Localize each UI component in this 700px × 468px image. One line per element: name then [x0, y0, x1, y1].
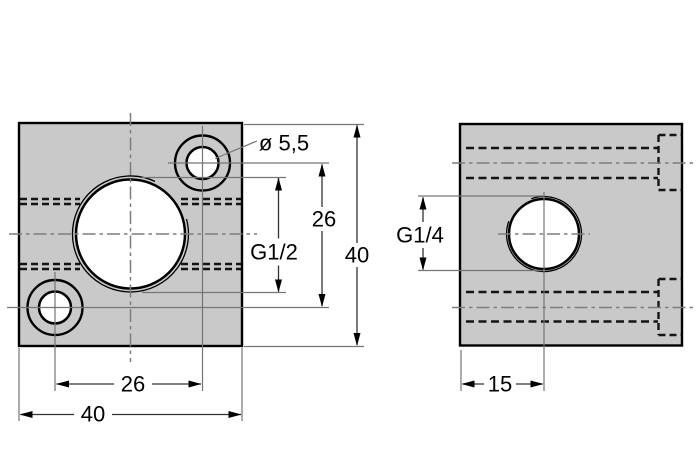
side-view: G1/4 15 [396, 122, 695, 397]
dim-horizontal-spacing-label: 26 [121, 372, 145, 397]
side-center-lines [452, 162, 695, 309]
dim-vertical-spacing-label: 26 [312, 207, 336, 232]
front-extension-lines [7, 123, 364, 421]
dim-height-label: 40 [345, 243, 369, 268]
dim-port-offset-label: 15 [488, 372, 512, 397]
g12-thread-arc [71, 175, 190, 293]
front-dimension-arrows [19, 124, 361, 418]
front-center-lines [9, 113, 257, 362]
dim-thread-g12-label: G1/2 [250, 240, 298, 265]
dim-width-label: 40 [81, 402, 105, 427]
side-dimension-arrows [419, 196, 544, 388]
front-view: ø 5,5 26 G1/2 40 26 40 [7, 113, 369, 427]
dim-thread-g14-label: G1/4 [396, 223, 444, 248]
front-hidden-lines [20, 197, 241, 271]
hole-diameter-leader-line [214, 140, 258, 160]
dim-hole-diameter-label: ø 5,5 [259, 131, 309, 156]
g14-thread-arc [505, 195, 583, 273]
side-extension-lines [418, 192, 545, 391]
